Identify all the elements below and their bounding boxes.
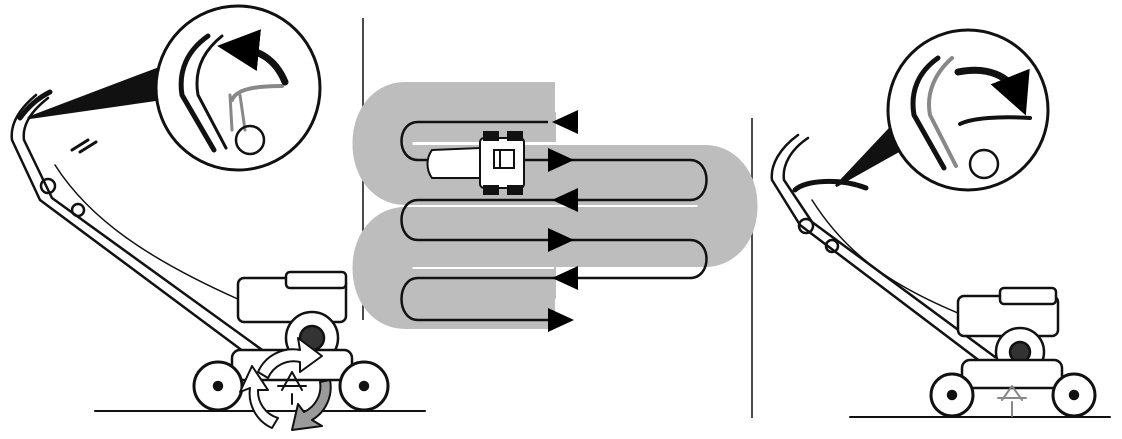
direction-arrow-icon bbox=[548, 148, 574, 172]
handle-knob-right bbox=[797, 217, 815, 235]
direction-arrow-icon bbox=[552, 110, 578, 134]
front-wheel-left-hub bbox=[212, 380, 224, 392]
zoom-callout-left bbox=[27, 4, 322, 172]
zoom-lever-down bbox=[958, 115, 1032, 126]
machine-top-view bbox=[426, 131, 525, 195]
rotation-arrows-icon bbox=[239, 337, 332, 431]
direction-arrow-icon bbox=[548, 228, 574, 252]
right-panel-machine bbox=[770, 133, 1111, 418]
tilling-path-line bbox=[400, 120, 708, 322]
handle-knob-right-2 bbox=[824, 238, 840, 254]
zoom-handle-bar-inner-right bbox=[927, 56, 958, 168]
zoom-pivot bbox=[234, 124, 266, 156]
handle-grip bbox=[17, 89, 53, 121]
rear-wheel-right-hub bbox=[1068, 389, 1080, 401]
lever-released-right bbox=[792, 178, 869, 193]
machine-top-detail bbox=[493, 149, 515, 169]
machine-top-wheel-4 bbox=[507, 185, 523, 195]
machine-top-body bbox=[479, 137, 525, 189]
zoom-pivot-right bbox=[968, 148, 1000, 180]
handle-bar-outer-right bbox=[770, 133, 987, 367]
engine-tank bbox=[284, 270, 348, 290]
handle-bar-inner bbox=[22, 96, 267, 354]
zoom-handle-bar-right bbox=[910, 55, 947, 171]
machine-top-wheel-3 bbox=[483, 185, 499, 195]
tilling-path-band bbox=[352, 82, 758, 329]
engine-frame-right bbox=[960, 358, 1064, 390]
curved-arrow-down-icon bbox=[954, 66, 1030, 116]
zoom-handle-bar-inner bbox=[195, 34, 228, 150]
direction-arrow-icon bbox=[552, 188, 578, 212]
direction-arrow-icon bbox=[548, 308, 574, 332]
direction-arrow-icon bbox=[552, 266, 578, 290]
cable-right bbox=[811, 199, 971, 319]
cable bbox=[54, 164, 241, 301]
left-panel-machine bbox=[10, 89, 426, 412]
machine-top-wheel-1 bbox=[483, 131, 499, 141]
tine-blades-left bbox=[277, 371, 307, 405]
machine-top-handle bbox=[426, 146, 481, 179]
control-lever bbox=[70, 138, 98, 154]
zoom-lever-gray bbox=[230, 84, 284, 102]
center-panel-pattern bbox=[352, 82, 758, 332]
engine-tank-right bbox=[998, 286, 1058, 306]
tine-blades-right bbox=[997, 385, 1027, 417]
handle-knob-2 bbox=[70, 202, 86, 218]
machine-top-wheel-2 bbox=[507, 131, 523, 141]
handle-bar-inner-right bbox=[782, 136, 997, 359]
zoom-handle-bar bbox=[178, 33, 217, 153]
front-wheel-right-hub bbox=[946, 389, 958, 401]
rear-wheel-left-hub bbox=[358, 380, 370, 392]
curved-arrow-up-icon bbox=[217, 29, 289, 86]
handle-bar-outer bbox=[10, 93, 257, 362]
zoom-callout-right bbox=[835, 28, 1050, 192]
handle-knob bbox=[39, 177, 57, 195]
